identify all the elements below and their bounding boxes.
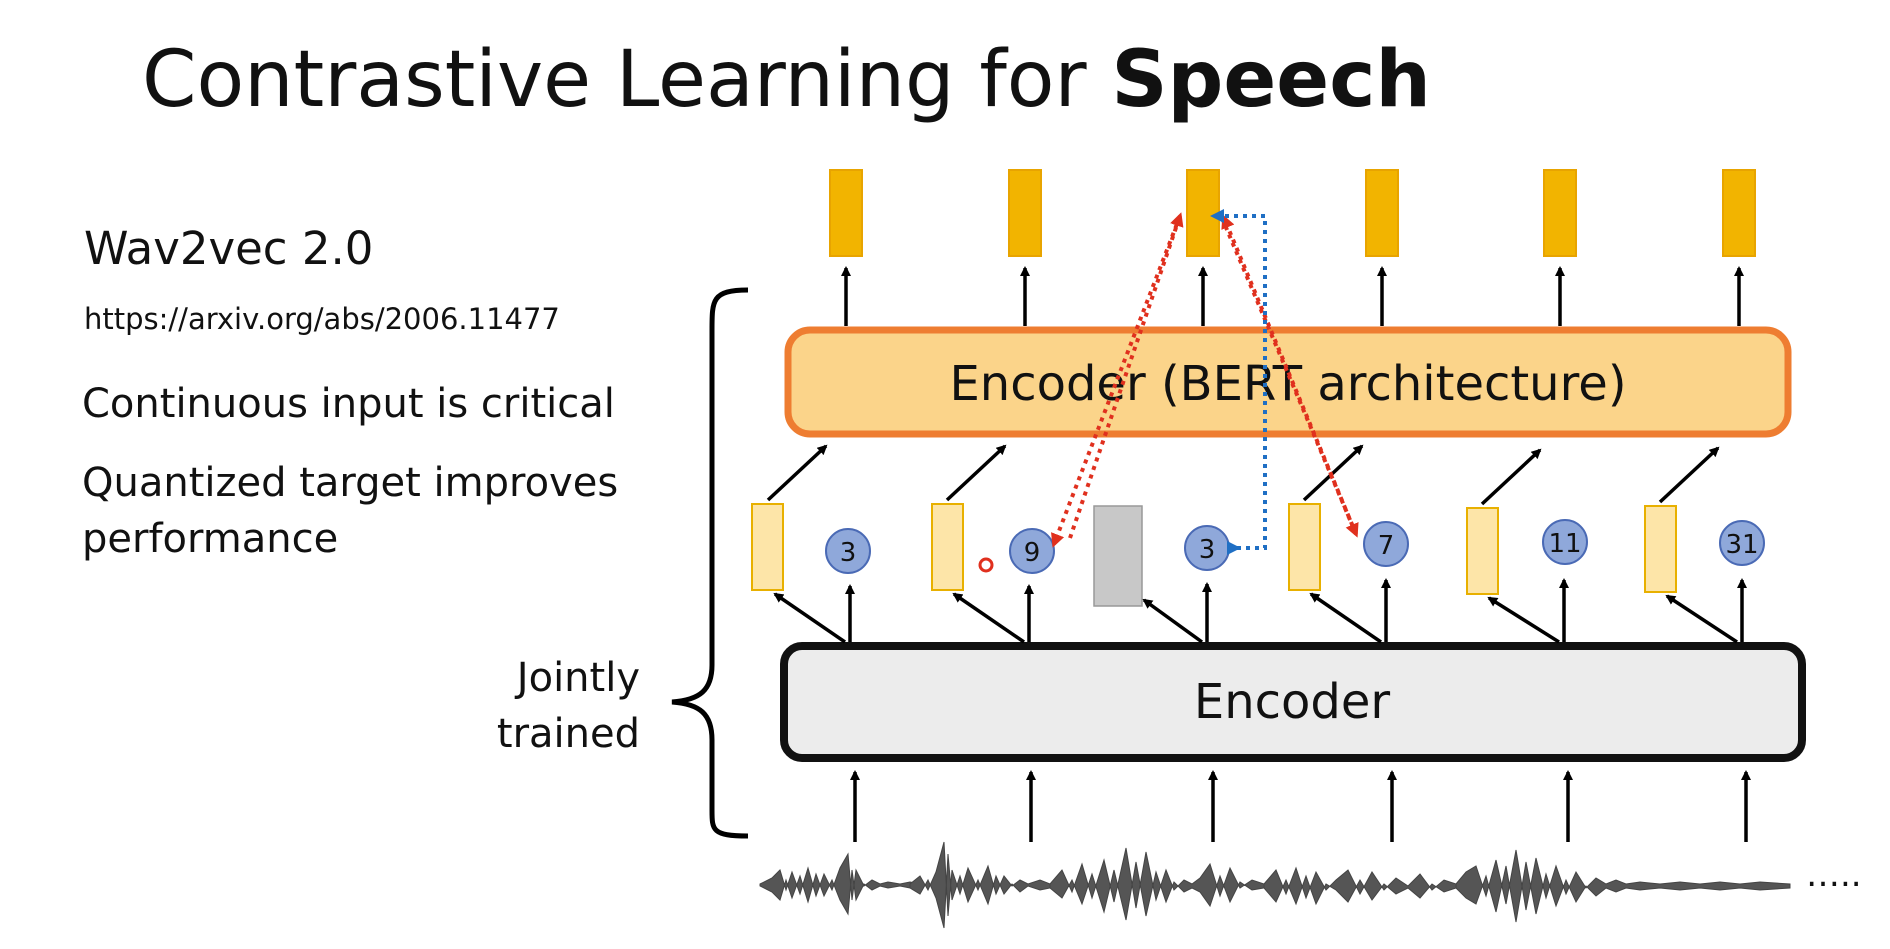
bert-output-arrows [841, 266, 1744, 326]
jointly-trained-label: Jointly trained [496, 655, 640, 757]
output-bars [829, 169, 1756, 257]
up-arrow-icon [773, 592, 846, 644]
up-arrow-icon [1142, 598, 1204, 644]
up-arrow-icon [945, 444, 1007, 502]
output-bar [1186, 169, 1220, 257]
input-arrows [850, 770, 1751, 842]
brace-icon [671, 287, 749, 839]
quantized-token: 31 [1719, 520, 1765, 566]
quantized-token: 7 [1363, 521, 1409, 567]
feature-vector [931, 503, 964, 591]
token-label: 3 [1199, 535, 1216, 565]
up-arrow-icon [766, 444, 828, 502]
feature-vector [1288, 503, 1321, 591]
title-bold: Speech [1111, 35, 1431, 125]
paper-url: https://arxiv.org/abs/2006.11477 [84, 302, 560, 336]
bullet-quantized-target: Quantized target improves performance [82, 460, 619, 562]
token-label: 3 [840, 538, 857, 568]
token-label: 11 [1548, 529, 1581, 559]
quantized-token: 3 [825, 528, 871, 574]
title-regular: Contrastive Learning for [142, 35, 1112, 125]
bullet-continuous-input: Continuous input is critical [82, 381, 615, 427]
feature-vector [751, 503, 784, 591]
quantized-token: 11 [1542, 519, 1588, 565]
feature-vector [1644, 505, 1677, 593]
feature-vectors [751, 503, 1677, 607]
up-arrow-icon [1487, 596, 1560, 644]
masked-feature [1093, 505, 1143, 607]
output-bar [1722, 169, 1756, 257]
output-bar [1365, 169, 1399, 257]
encoder-up-arrows [773, 578, 1747, 644]
token-label: 31 [1725, 530, 1758, 560]
model-name: Wav2vec 2.0 [84, 222, 374, 275]
quantized-token: 3 [1184, 525, 1230, 571]
feature-to-bert-arrows [766, 444, 1720, 506]
waveform-icon [759, 841, 1791, 929]
token-label: 7 [1378, 531, 1395, 561]
bottom-encoder-label: Encoder [1194, 674, 1391, 730]
bert-encoder-box [784, 326, 1792, 438]
up-arrow-icon [952, 592, 1025, 644]
bottom-encoder-box [780, 642, 1806, 762]
feature-vector [1466, 507, 1499, 595]
up-arrow-icon [1665, 594, 1738, 644]
quantized-tokens: 3 9 3 7 11 31 [825, 519, 1765, 574]
trailing-ellipsis: ….. [1806, 855, 1862, 895]
up-arrow-icon [1309, 592, 1382, 644]
pointer-dot-icon [978, 557, 994, 573]
output-bar [829, 169, 863, 257]
slide-title: Contrastive Learning for Speech [142, 30, 1431, 130]
contrastive-arrows [1051, 209, 1359, 555]
token-label: 9 [1024, 538, 1041, 568]
dotted-arrow-icon [1068, 212, 1184, 539]
quantized-token: 9 [1009, 528, 1055, 574]
bert-encoder-label: Encoder (BERT architecture) [949, 356, 1626, 412]
up-arrow-icon [1302, 444, 1364, 502]
up-arrow-icon [1658, 446, 1720, 504]
output-bar [1008, 169, 1042, 257]
up-arrow-icon [1480, 448, 1542, 506]
dotted-arrow-icon [1221, 214, 1358, 535]
output-bar [1543, 169, 1577, 257]
